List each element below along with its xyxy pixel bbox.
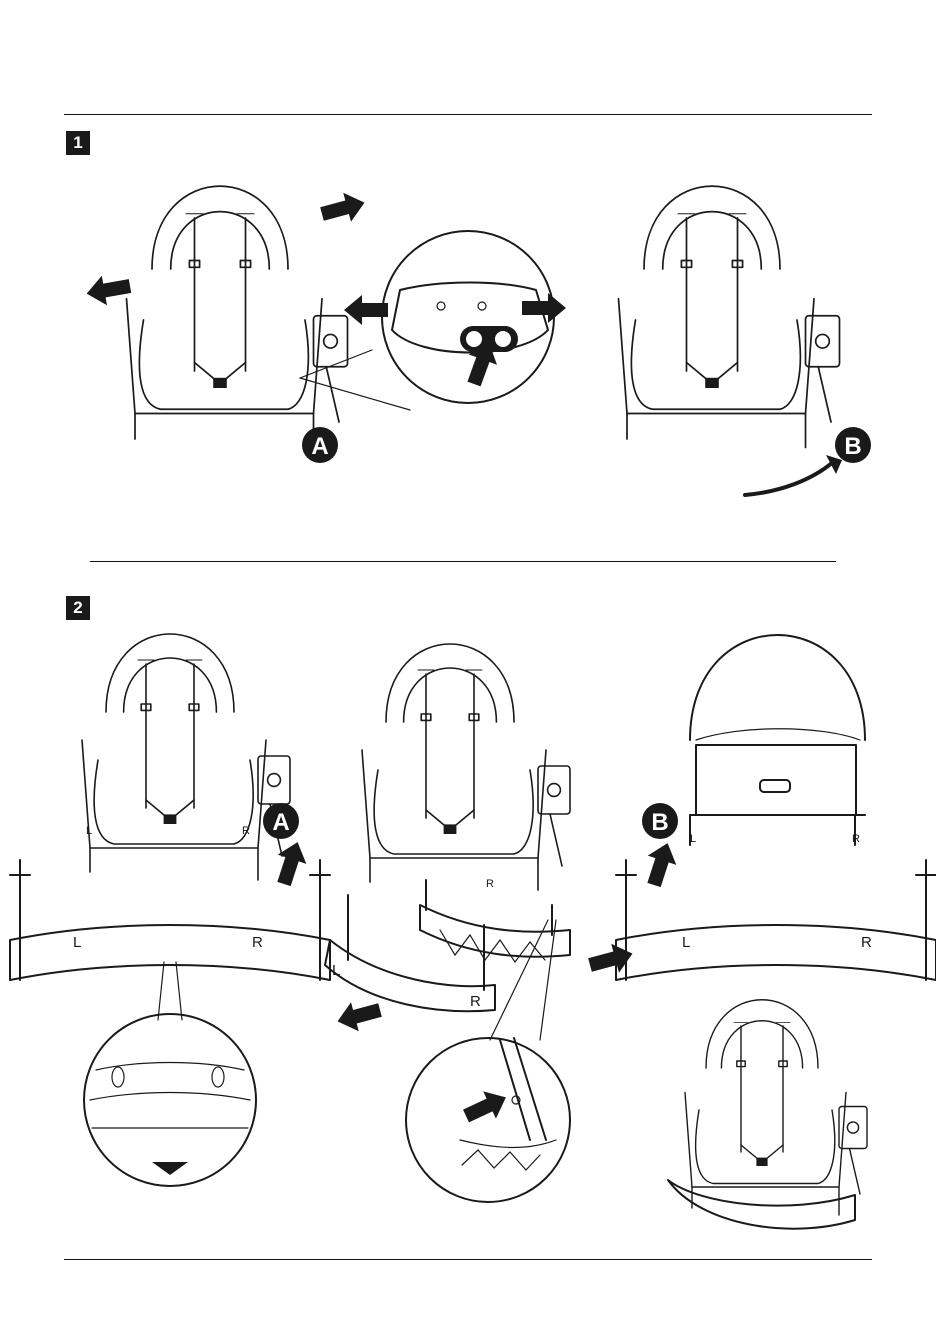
step-2-arrow-up-b	[640, 839, 682, 890]
step-2-back-label-l: L	[690, 833, 696, 845]
step-2-chair-low	[685, 1000, 867, 1215]
step-1-callout-a: A	[302, 427, 338, 463]
step-1-callout-b: B	[835, 427, 871, 463]
step-2-detail-button	[406, 920, 570, 1202]
step-1-chair-right	[619, 186, 840, 447]
step-2-center-tray-label-l: L	[332, 962, 340, 979]
step-2-tray-separating	[325, 880, 570, 1011]
step-2-tray-label-l: L	[73, 934, 81, 951]
step-2-chair-label-r: R	[242, 825, 250, 837]
step-2-center-tray-label-r: R	[470, 993, 481, 1010]
step-2-chair-back	[690, 635, 865, 845]
step-2-chair-front	[82, 634, 290, 880]
svg-text:A: A	[311, 433, 328, 460]
step-2-callout-b: B	[642, 803, 678, 839]
step-2-right-tray-label-l: L	[682, 934, 690, 951]
step-2-chair-label-l: L	[86, 825, 92, 837]
step-1-detail-magnifier	[300, 231, 566, 410]
step-1-chair-left	[127, 186, 348, 447]
svg-text:B: B	[651, 809, 668, 836]
step-2-chair-side	[362, 644, 570, 890]
step-1-curved-arrow	[745, 462, 833, 495]
step-2-arrow-out-right	[586, 939, 636, 979]
step-2-right-tray-label-r: R	[861, 934, 872, 951]
svg-text:B: B	[844, 433, 861, 460]
step-2-arrow-out-left	[334, 996, 384, 1036]
triangle-down-icon	[152, 1162, 188, 1175]
step-2-back-label-r: R	[852, 833, 860, 845]
step-2-detail-tray	[84, 962, 256, 1186]
step-1-arrow-left	[84, 271, 133, 308]
step-2-tray-label-r: R	[252, 934, 263, 951]
step-2-callout-a: A	[263, 803, 299, 839]
step-2-tray-right	[616, 860, 936, 980]
step-1-arrow-right	[318, 188, 368, 228]
step-2-center-label-r: R	[486, 878, 494, 890]
svg-text:A: A	[272, 809, 289, 836]
step-2-arrow-up-a	[270, 838, 312, 889]
foot-symbol-icon	[112, 1067, 224, 1087]
